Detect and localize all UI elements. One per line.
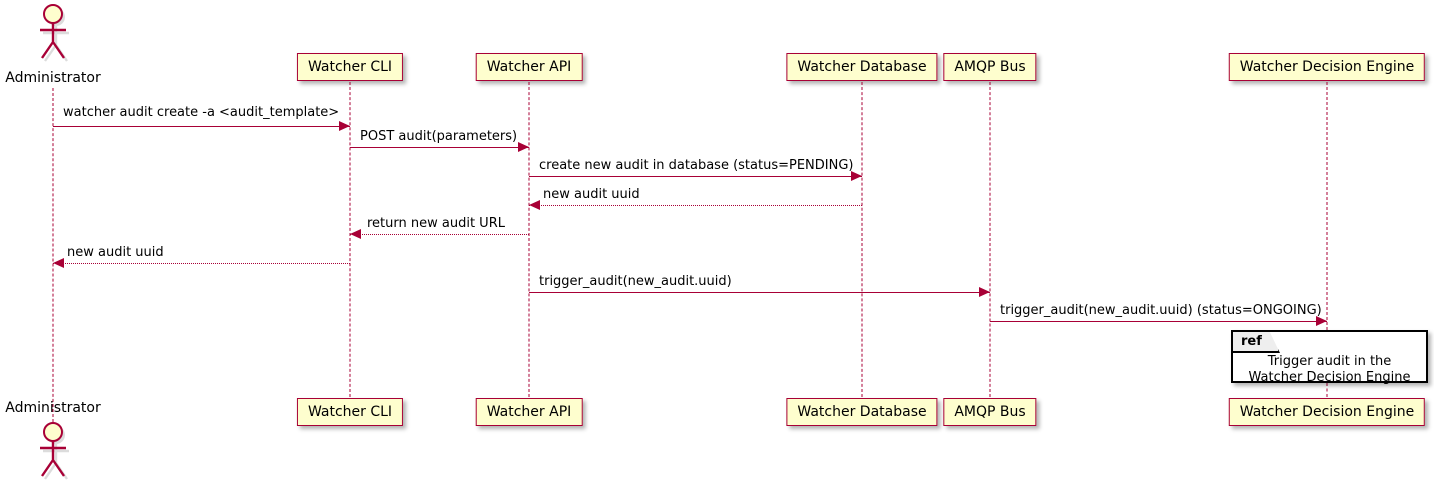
actor-label-administrator-top: Administrator xyxy=(5,70,101,86)
actor-label-administrator-bottom: Administrator xyxy=(5,400,101,416)
message-line-5 xyxy=(53,263,350,264)
lifeline-watcher-database xyxy=(861,82,863,397)
message-line-0 xyxy=(53,126,350,127)
message-line-7 xyxy=(990,321,1327,322)
lifeline-watcher-cli xyxy=(349,82,351,397)
message-label-2: create new audit in database (status=PEN… xyxy=(539,158,854,173)
message-line-1 xyxy=(350,147,529,148)
message-arrowhead-7 xyxy=(1316,316,1327,326)
ref-fragment-body: Trigger audit in the Watcher Decision En… xyxy=(1233,354,1426,386)
participant-watcher-database-top[interactable]: Watcher Database xyxy=(786,53,938,81)
message-label-1: POST audit(parameters) xyxy=(360,129,518,144)
message-label-3: new audit uuid xyxy=(543,187,640,202)
participant-watcher-decision-engine-bottom[interactable]: Watcher Decision Engine xyxy=(1228,398,1426,426)
participant-amqp-bus-bottom[interactable]: AMQP Bus xyxy=(943,398,1037,426)
actor-stick-figure-icon xyxy=(40,422,69,480)
message-arrowhead-2 xyxy=(851,171,862,181)
ref-fragment: ref Trigger audit in the Watcher Decisio… xyxy=(1231,330,1428,386)
actor-administrator-top xyxy=(30,2,76,62)
lifeline-watcher-decision-engine-lower xyxy=(1326,383,1328,397)
message-arrowhead-5 xyxy=(53,258,64,268)
message-arrowhead-3 xyxy=(529,200,540,210)
message-line-6 xyxy=(529,292,990,293)
participant-amqp-bus-top[interactable]: AMQP Bus xyxy=(943,53,1037,81)
message-line-3 xyxy=(529,205,862,206)
actor-stick-figure-icon xyxy=(40,4,69,62)
message-label-7: trigger_audit(new_audit.uuid) (status=ON… xyxy=(1000,303,1322,318)
message-arrowhead-1 xyxy=(518,142,529,152)
message-arrowhead-6 xyxy=(979,287,990,297)
participant-watcher-api-top[interactable]: Watcher API xyxy=(475,53,583,81)
lifeline-watcher-api xyxy=(528,82,530,397)
lifeline-administrator xyxy=(52,88,54,427)
participant-watcher-decision-engine-top[interactable]: Watcher Decision Engine xyxy=(1228,53,1426,81)
message-arrowhead-4 xyxy=(350,229,361,239)
participant-watcher-api-bottom[interactable]: Watcher API xyxy=(475,398,583,426)
message-label-0: watcher audit create -a <audit_template> xyxy=(63,105,340,120)
ref-fragment-line-2: Watcher Decision Engine xyxy=(1248,370,1411,385)
message-label-6: trigger_audit(new_audit.uuid) xyxy=(539,274,732,289)
message-label-4: return new audit URL xyxy=(367,216,505,231)
message-label-5: new audit uuid xyxy=(67,245,164,260)
message-arrowhead-0 xyxy=(339,121,350,131)
lifeline-amqp-bus xyxy=(989,82,991,397)
lifeline-watcher-decision-engine xyxy=(1326,82,1328,330)
message-line-2 xyxy=(529,176,862,177)
ref-fragment-line-1: Trigger audit in the xyxy=(1267,354,1392,369)
actor-administrator-bottom xyxy=(30,419,76,481)
participant-watcher-database-bottom[interactable]: Watcher Database xyxy=(786,398,938,426)
participant-watcher-cli-bottom[interactable]: Watcher CLI xyxy=(296,398,404,426)
message-line-4 xyxy=(350,234,529,235)
ref-fragment-tab-label: ref xyxy=(1233,332,1280,353)
participant-watcher-cli-top[interactable]: Watcher CLI xyxy=(296,53,404,81)
